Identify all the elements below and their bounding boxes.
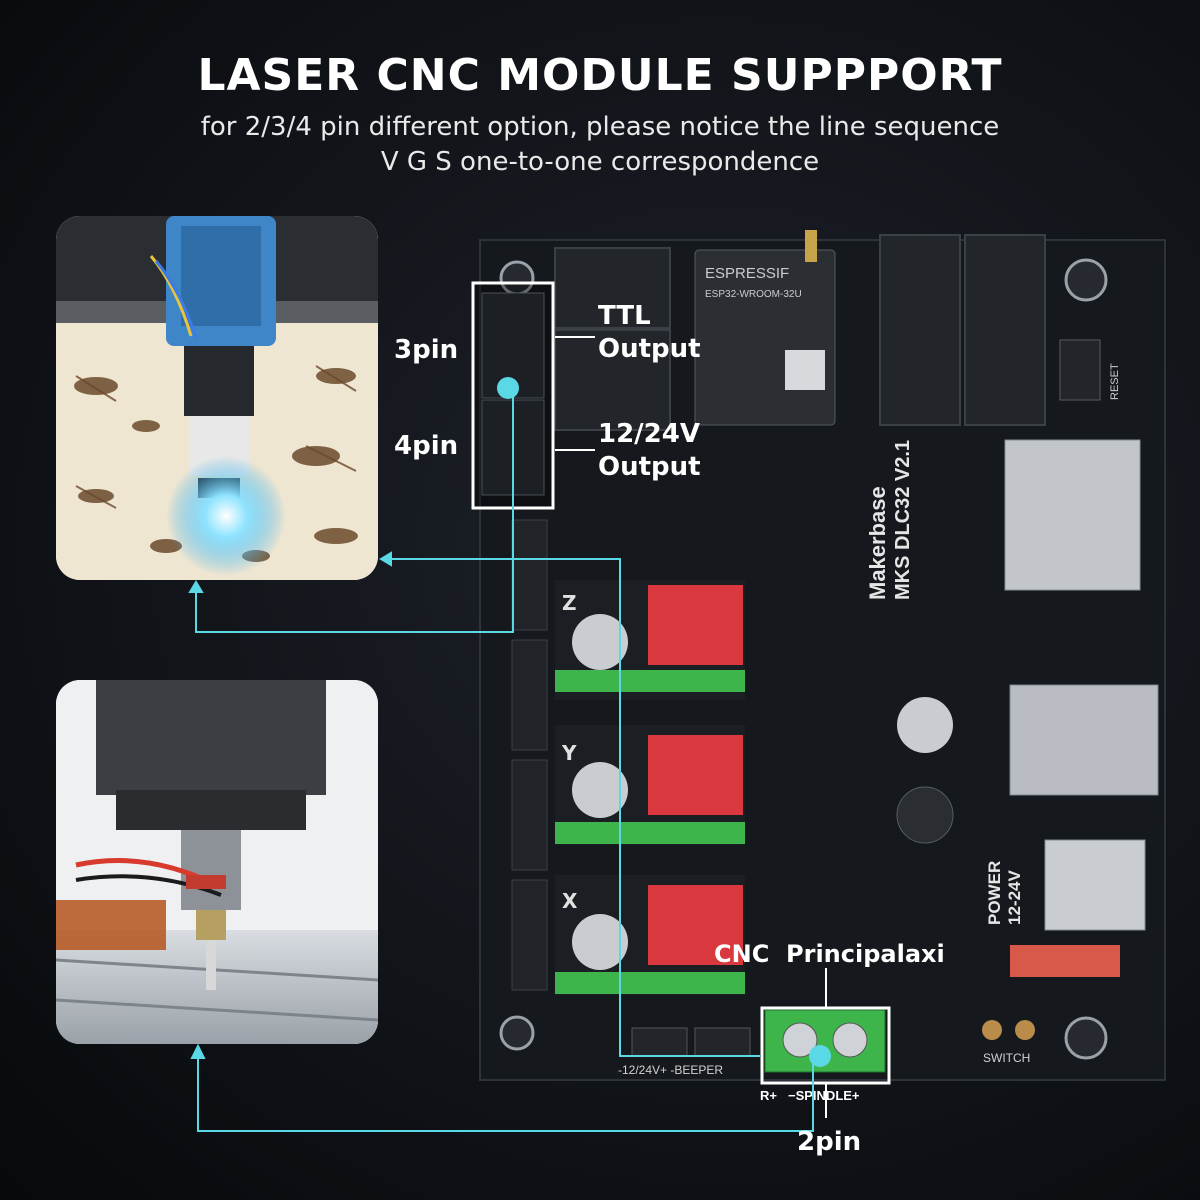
board-model: MKS DLC32 V2.1 [892, 440, 914, 600]
module-brand: ESPRESSIF [705, 265, 789, 282]
cnc-spindle-photo [56, 680, 378, 1044]
label-cnc-principal: CNC Principalaxi [714, 940, 945, 968]
label-3pin: 3pin [394, 335, 459, 365]
dip-switch-z [648, 585, 743, 665]
power-range: 12-24V [1005, 870, 1024, 925]
label-ttl-2: Output [598, 334, 701, 364]
label-12-24v-2: Output [598, 452, 701, 482]
dip-switch-x [648, 885, 743, 965]
sd-card-slot [1004, 439, 1141, 591]
axis-z-label: Z [562, 591, 577, 615]
module-model: ESP32-WROOM-32U [705, 289, 802, 300]
label-ttl-1: TTL [598, 301, 651, 331]
mounting-holes [499, 258, 1108, 1060]
label-12-24v-1: 12/24V [598, 419, 700, 449]
power-label: POWER [985, 861, 1004, 925]
spindle-pin-marker [809, 1045, 831, 1067]
stepper-drivers [555, 580, 745, 995]
reset-label: RESET [1109, 363, 1121, 400]
laser-module-photo [56, 216, 378, 580]
fuse [1010, 945, 1120, 977]
subtitle-line-2: V G S one-to-one correspondence [380, 147, 820, 177]
label-2pin: 2pin [797, 1127, 862, 1157]
subtitle-line-1: for 2/3/4 pin different option, please n… [200, 112, 1000, 142]
cap-y [572, 762, 628, 818]
usb-port [1009, 684, 1159, 796]
page-title: LASER CNC MODULE SUPPPORT [197, 50, 1003, 101]
dip-switch-y [648, 735, 743, 815]
board-brand: Makerbase [865, 486, 890, 600]
laser-wire-lines [188, 388, 814, 1132]
spindle-label: −SPINDLE+ [788, 1088, 860, 1103]
switch-label: SWITCH [983, 1051, 1030, 1065]
axis-y-label: Y [561, 741, 577, 765]
label-4pin: 4pin [394, 431, 459, 461]
axis-x-label: X [562, 889, 578, 913]
power-jack [1044, 839, 1146, 931]
cap-x [572, 914, 628, 970]
cap-power [897, 697, 953, 753]
header-label: -12/24V+ -BEEPER [618, 1063, 723, 1077]
spindle-prefix: R+ [760, 1088, 777, 1103]
inductor [896, 786, 954, 844]
cap-z [572, 614, 628, 670]
laser-pin-marker [497, 377, 519, 399]
